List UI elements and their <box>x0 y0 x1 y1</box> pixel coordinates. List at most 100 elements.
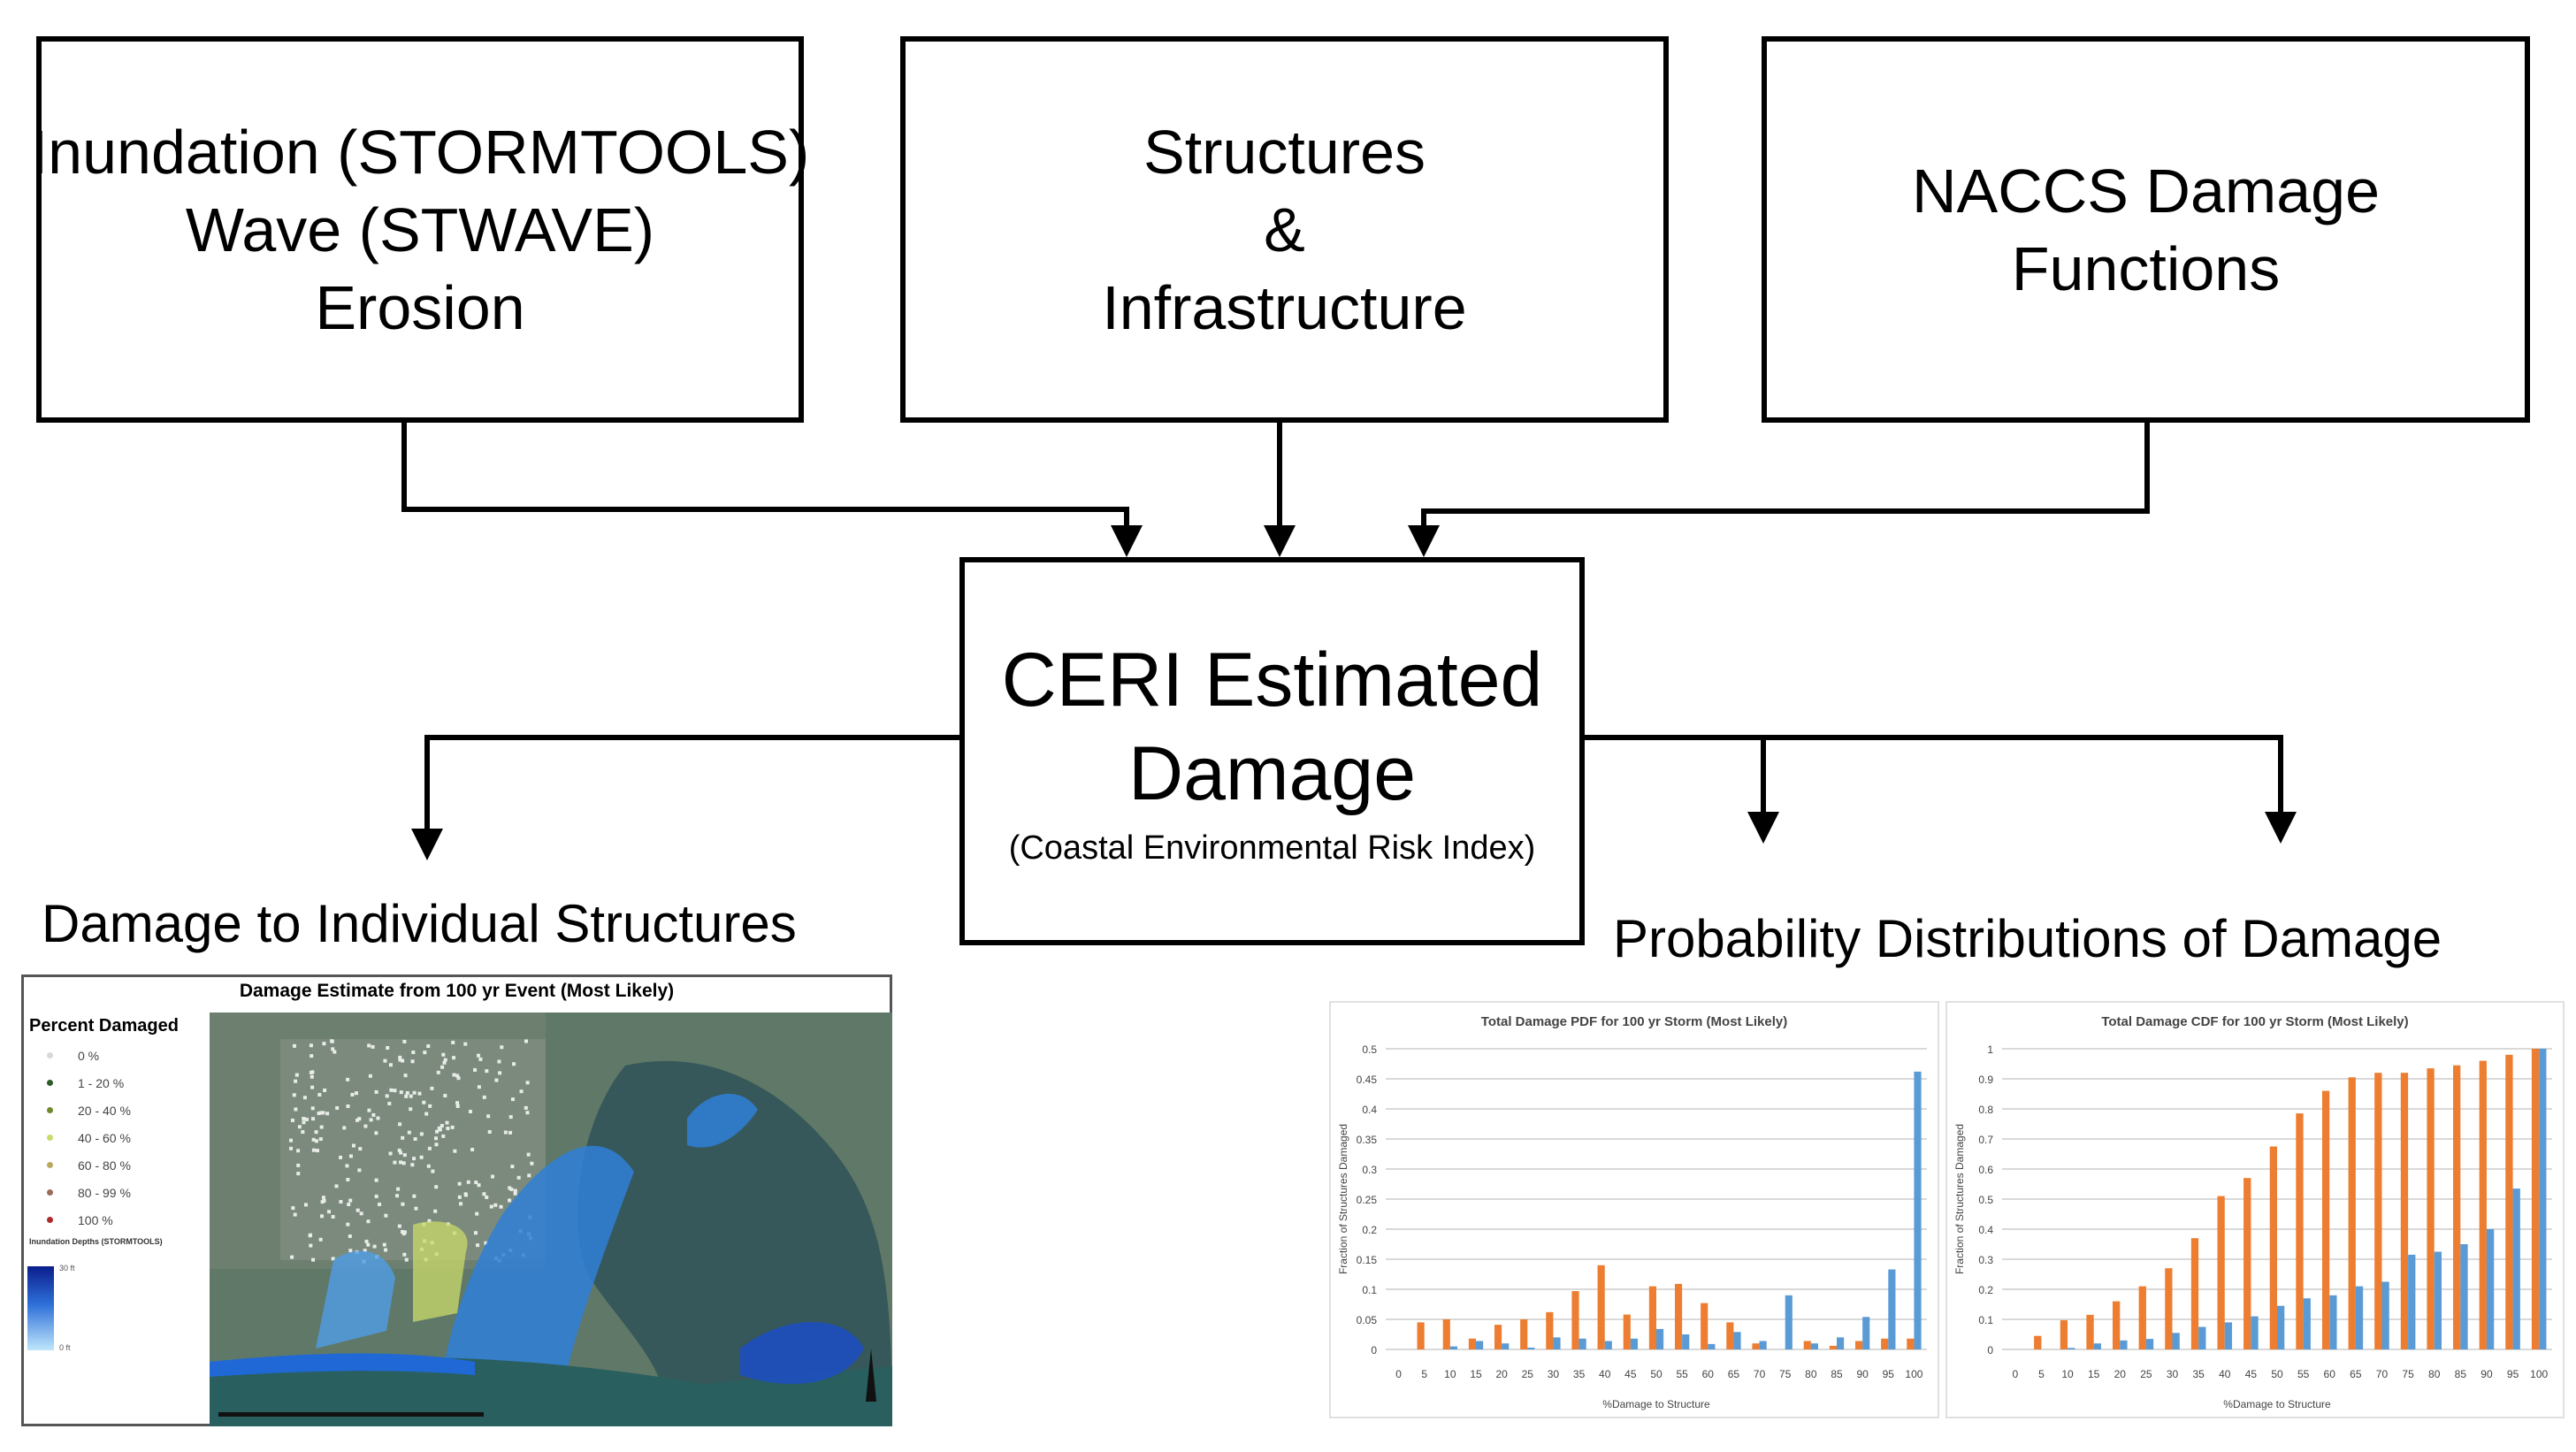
y-tick-label: 0.3 <box>1362 1164 1377 1176</box>
y-tick-label: 0.8 <box>1978 1104 1993 1116</box>
x-tick-label: 25 <box>1522 1368 1534 1380</box>
inundation-color-ramp <box>27 1266 54 1350</box>
bar-blue <box>2120 1340 2128 1349</box>
bar-blue <box>1502 1343 1510 1349</box>
legend-dot-icon <box>47 1052 53 1058</box>
legend-item: 60 - 80 % <box>29 1151 218 1179</box>
bar-orange <box>1571 1291 1579 1349</box>
legend-item: 0 % <box>29 1042 218 1069</box>
bar-blue <box>1604 1341 1612 1349</box>
x-tick-label: 70 <box>2376 1368 2389 1380</box>
x-tick-label: 10 <box>2061 1368 2074 1380</box>
arrow-ceri-to-map <box>411 735 959 860</box>
y-tick-label: 0.45 <box>1357 1074 1378 1086</box>
bar-orange <box>2060 1320 2068 1349</box>
x-tick-label: 40 <box>1599 1368 1611 1380</box>
bar-blue <box>2381 1281 2389 1349</box>
cdf-chart: Total Damage CDF for 100 yr Storm (Most … <box>1945 1001 2565 1418</box>
ceri-title-line-2: Damage <box>1127 730 1417 816</box>
x-tick-label: 20 <box>2114 1368 2127 1380</box>
bar-orange <box>1623 1314 1631 1349</box>
naccs-line-2: Functions <box>2011 233 2281 303</box>
y-tick-label: 0.2 <box>1978 1284 1993 1296</box>
bar-orange <box>1674 1283 1683 1349</box>
bar-blue <box>1914 1071 1922 1349</box>
bar-blue <box>1527 1347 1535 1349</box>
x-tick-label: 90 <box>1856 1368 1869 1380</box>
bar-orange <box>2034 1335 2042 1349</box>
x-tick-label: 55 <box>2297 1368 2310 1380</box>
bar-orange <box>1546 1311 1554 1349</box>
bar-orange <box>2190 1238 2199 1349</box>
bar-blue <box>2434 1251 2442 1349</box>
hazard-inputs-box: Inundation (STORMTOOLS) Wave (STWAVE) Er… <box>31 36 809 423</box>
legend-label: 1 - 20 % <box>78 1075 125 1090</box>
bar-orange <box>1442 1319 1450 1349</box>
chart-title: Total Damage CDF for 100 yr Storm (Most … <box>2101 1014 2408 1029</box>
x-tick-label: 85 <box>1831 1368 1843 1380</box>
x-tick-label: 0 <box>2012 1368 2018 1380</box>
bar-blue <box>2068 1348 2075 1349</box>
bar-orange <box>2217 1196 2225 1349</box>
x-tick-label: 45 <box>2245 1368 2258 1380</box>
bar-orange <box>1597 1265 1605 1349</box>
ampersand-line: & <box>1264 195 1305 264</box>
x-tick-label: 25 <box>2140 1368 2152 1380</box>
bar-orange <box>2243 1178 2251 1349</box>
bar-blue <box>1476 1341 1484 1349</box>
y-tick-label: 0.5 <box>1362 1043 1377 1056</box>
map-legend: Percent Damaged 0 %1 - 20 %20 - 40 %40 -… <box>29 1016 218 1246</box>
ceri-title-line-1: CERI Estimated <box>1001 637 1543 722</box>
legend-item: 20 - 40 % <box>29 1097 218 1124</box>
bar-blue <box>1553 1337 1561 1349</box>
bar-orange <box>1907 1338 1915 1349</box>
naccs-line-1: NACCS Damage <box>1911 156 2381 225</box>
x-tick-label: 100 <box>1905 1368 1922 1380</box>
x-tick-label: 70 <box>1754 1368 1766 1380</box>
x-tick-label: 100 <box>2530 1368 2548 1380</box>
bar-orange <box>2374 1073 2382 1349</box>
y-tick-label: 0.2 <box>1362 1224 1377 1236</box>
x-tick-label: 40 <box>2219 1368 2231 1380</box>
bar-orange <box>1648 1286 1656 1349</box>
bar-blue <box>1733 1332 1741 1349</box>
x-tick-label: 10 <box>1444 1368 1456 1380</box>
bar-orange <box>1881 1338 1889 1349</box>
damage-map: Damage Estimate from 100 yr Event (Most … <box>21 974 892 1426</box>
bar-orange <box>1829 1345 1837 1349</box>
inundation-line: Inundation (STORMTOOLS) <box>30 117 810 187</box>
ramp-min-label: 0 ft <box>59 1343 71 1352</box>
individual-structures-heading: Damage to Individual Structures <box>42 894 797 953</box>
x-tick-label: 50 <box>2271 1368 2283 1380</box>
bar-orange <box>2531 1049 2540 1349</box>
inundation-legend-title: Inundation Depths (STORMTOOLS) <box>29 1237 163 1246</box>
x-tick-label: 60 <box>1702 1368 1715 1380</box>
legend-label: 80 - 99 % <box>78 1185 131 1200</box>
legend-label: 20 - 40 % <box>78 1103 131 1118</box>
bar-blue <box>2408 1254 2416 1349</box>
legend-label: 0 % <box>78 1048 100 1063</box>
bar-blue <box>2355 1286 2364 1349</box>
x-tick-label: 85 <box>2455 1368 2467 1380</box>
bar-blue <box>1656 1328 1664 1349</box>
x-tick-label: 45 <box>1624 1368 1637 1380</box>
y-tick-label: 1 <box>1987 1043 1993 1056</box>
bar-blue <box>1785 1295 1792 1349</box>
legend-label: 40 - 60 % <box>78 1130 131 1145</box>
x-tick-label: 90 <box>2480 1368 2493 1380</box>
y-tick-label: 0.35 <box>1357 1134 1378 1146</box>
bar-orange <box>2479 1060 2487 1349</box>
x-tick-label: 15 <box>1470 1368 1482 1380</box>
y-axis-label: Fraction of Structures Damaged <box>1953 1124 1966 1274</box>
x-tick-label: 55 <box>1676 1368 1688 1380</box>
x-tick-label: 80 <box>1805 1368 1817 1380</box>
y-tick-label: 0.4 <box>1362 1104 1377 1116</box>
x-tick-label: 35 <box>2192 1368 2205 1380</box>
bar-orange <box>1701 1303 1708 1349</box>
bar-blue <box>2198 1326 2206 1349</box>
x-tick-label: 0 <box>1395 1368 1402 1380</box>
bar-orange <box>1520 1319 1528 1349</box>
x-tick-label: 95 <box>1883 1368 1895 1380</box>
y-tick-label: 0.1 <box>1362 1284 1377 1296</box>
